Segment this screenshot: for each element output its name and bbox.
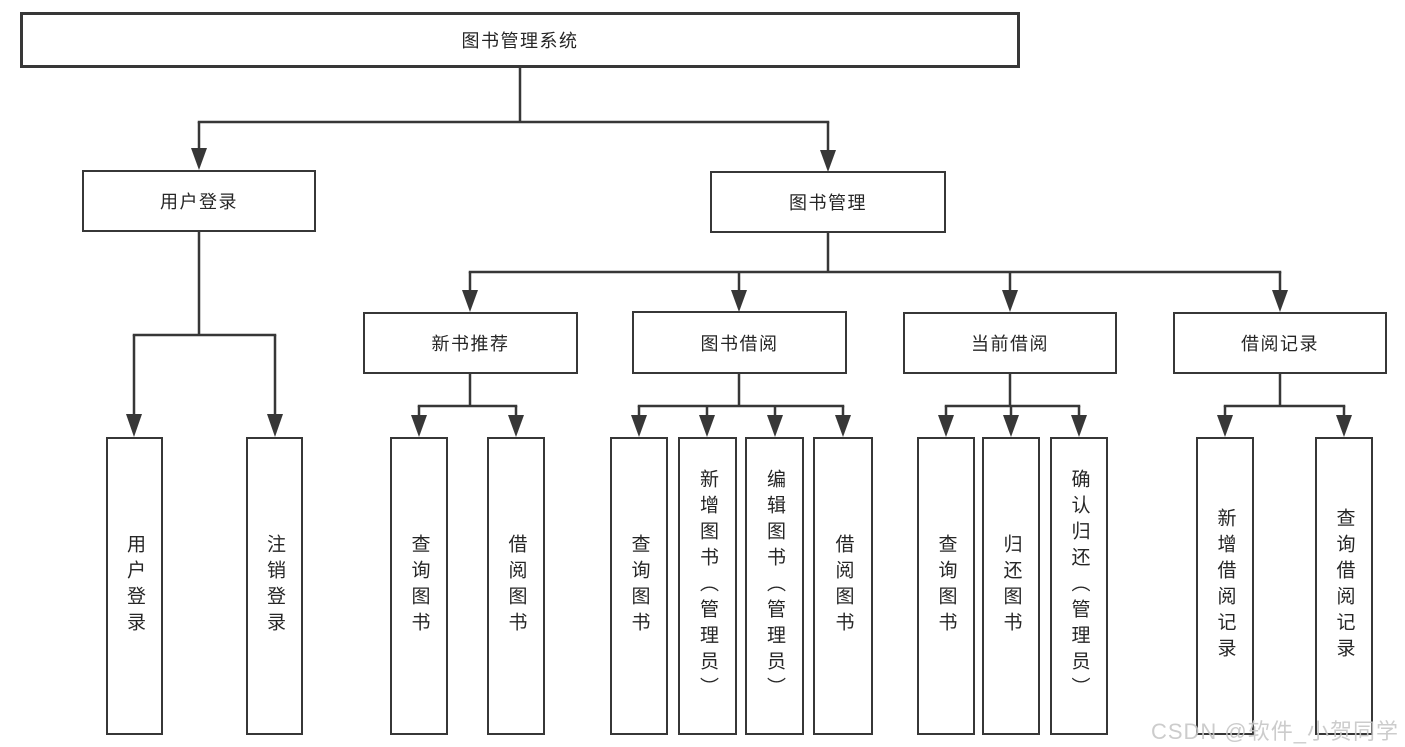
- leaf-cb-return-book-label: 归还图书: [1000, 534, 1022, 638]
- leaf-br-query-record: 查询借阅记录: [1315, 437, 1373, 735]
- leaf-bb-add-book-admin-label: 新增图书（管理员）: [697, 469, 718, 703]
- node-user-login: 用户登录: [82, 170, 316, 232]
- node-book-management: 图书管理: [710, 171, 946, 233]
- node-current-borrow-label: 当前借阅: [971, 334, 1049, 354]
- node-book-management-label: 图书管理: [789, 193, 867, 213]
- leaf-bb-edit-book-admin: 编辑图书（管理员）: [745, 437, 804, 735]
- leaf-br-add-record: 新增借阅记录: [1196, 437, 1254, 735]
- node-root-system: 图书管理系统: [20, 12, 1020, 68]
- leaf-logout-label: 注销登录: [264, 534, 285, 638]
- node-current-borrow: 当前借阅: [903, 312, 1117, 374]
- leaf-bb-query-book: 查询图书: [610, 437, 668, 735]
- node-user-login-label: 用户登录: [160, 192, 238, 212]
- leaf-nbr-query-book-label: 查询图书: [408, 534, 430, 638]
- leaf-cb-return-book: 归还图书: [982, 437, 1040, 735]
- leaf-bb-query-book-label: 查询图书: [628, 534, 650, 638]
- node-root-system-label: 图书管理系统: [461, 31, 579, 51]
- leaf-br-add-record-label: 新增借阅记录: [1214, 508, 1236, 664]
- leaf-bb-borrow-book: 借阅图书: [813, 437, 873, 735]
- node-borrow-records: 借阅记录: [1173, 312, 1387, 374]
- leaf-cb-confirm-return-admin: 确认归还（管理员）: [1050, 437, 1108, 735]
- leaf-nbr-query-book: 查询图书: [390, 437, 448, 735]
- leaf-cb-query-book: 查询图书: [917, 437, 975, 735]
- leaf-bb-edit-book-admin-label: 编辑图书（管理员）: [764, 469, 785, 703]
- leaf-br-query-record-label: 查询借阅记录: [1333, 508, 1355, 664]
- node-book-borrow: 图书借阅: [632, 311, 847, 374]
- node-new-book-recommend: 新书推荐: [363, 312, 578, 374]
- leaf-nbr-borrow-book-label: 借阅图书: [505, 534, 527, 638]
- node-borrow-records-label: 借阅记录: [1241, 334, 1319, 354]
- leaf-user-login-label: 用户登录: [124, 534, 145, 638]
- leaf-nbr-borrow-book: 借阅图书: [487, 437, 545, 735]
- leaf-cb-query-book-label: 查询图书: [935, 534, 957, 638]
- node-book-borrow-label: 图书借阅: [700, 333, 779, 354]
- leaf-bb-add-book-admin: 新增图书（管理员）: [678, 437, 737, 735]
- leaf-logout: 注销登录: [246, 437, 303, 735]
- leaf-bb-borrow-book-label: 借阅图书: [832, 534, 854, 638]
- leaf-user-login: 用户登录: [106, 437, 163, 735]
- node-new-book-recommend-label: 新书推荐: [431, 334, 510, 354]
- csdn-watermark: CSDN @软件_小贺同学: [1150, 719, 1399, 744]
- leaf-cb-confirm-return-admin-label: 确认归还（管理员）: [1068, 469, 1090, 703]
